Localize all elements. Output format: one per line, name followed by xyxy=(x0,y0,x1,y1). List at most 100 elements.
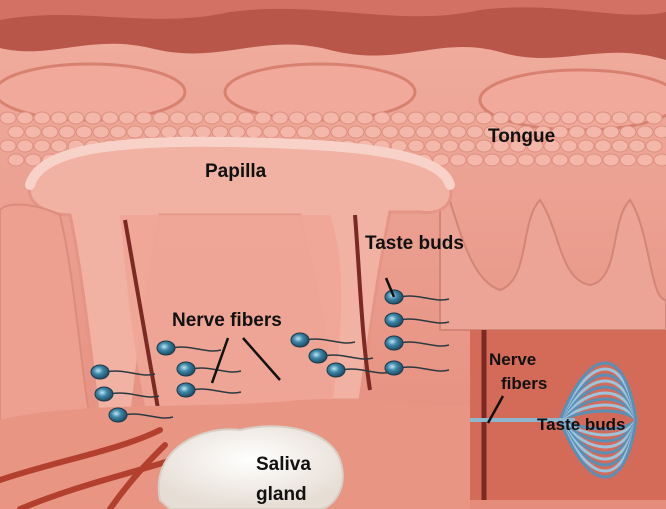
taste-bud-cell xyxy=(177,383,195,397)
taste-bud-cell xyxy=(157,341,175,355)
surface-bump xyxy=(102,112,118,124)
surface-bump xyxy=(153,112,169,124)
surface-bump xyxy=(646,140,662,152)
surface-bump xyxy=(221,112,237,124)
surface-bump xyxy=(85,112,101,124)
surface-bump xyxy=(586,126,602,138)
surface-bump xyxy=(595,140,611,152)
surface-bump xyxy=(442,140,458,152)
surface-bump xyxy=(246,126,262,138)
surface-bump xyxy=(136,112,152,124)
surface-bump xyxy=(603,154,619,166)
surface-bump xyxy=(340,112,356,124)
surface-bump xyxy=(348,126,364,138)
label-nerve-fibers-main: Nerve fibers xyxy=(172,310,282,331)
surface-bump xyxy=(331,126,347,138)
label-taste-buds-top: Taste buds xyxy=(365,233,464,254)
surface-bump xyxy=(25,126,41,138)
surface-bump xyxy=(238,112,254,124)
surface-bump xyxy=(561,140,577,152)
surface-bump xyxy=(17,112,33,124)
surface-bump xyxy=(561,112,577,124)
surface-bump xyxy=(467,126,483,138)
surface-bump xyxy=(586,154,602,166)
taste-bud-cell xyxy=(109,408,127,422)
surface-bump xyxy=(306,112,322,124)
surface-bump xyxy=(0,112,16,124)
surface-bump xyxy=(629,112,645,124)
taste-bud-cell xyxy=(177,362,195,376)
surface-bump xyxy=(34,140,50,152)
surface-bump xyxy=(323,112,339,124)
surface-bump xyxy=(408,140,424,152)
surface-bump xyxy=(493,112,509,124)
label-nerve-fibers-inset-2: fibers xyxy=(501,374,547,393)
surface-bump xyxy=(34,112,50,124)
surface-bump xyxy=(569,154,585,166)
surface-bump xyxy=(263,126,279,138)
surface-bump xyxy=(8,154,24,166)
taste-bud-cell xyxy=(91,365,109,379)
surface-bump xyxy=(59,126,75,138)
label-saliva-gland-2: gland xyxy=(256,484,307,505)
surface-bump xyxy=(161,126,177,138)
surface-bump xyxy=(484,154,500,166)
surface-bump xyxy=(51,140,67,152)
label-saliva-gland-1: Saliva xyxy=(256,454,311,475)
surface-bump xyxy=(144,126,160,138)
surface-bump xyxy=(68,112,84,124)
surface-bump xyxy=(187,112,203,124)
surface-bump xyxy=(178,126,194,138)
taste-bud-cell xyxy=(385,361,403,375)
label-taste-buds-inset: Taste buds xyxy=(537,415,625,434)
surface-bump xyxy=(314,126,330,138)
surface-bump xyxy=(442,112,458,124)
surface-bump xyxy=(280,126,296,138)
surface-bump xyxy=(272,112,288,124)
surface-bump xyxy=(450,154,466,166)
surface-bump xyxy=(25,154,41,166)
surface-bump xyxy=(518,154,534,166)
surface-bump xyxy=(297,126,313,138)
surface-bump xyxy=(42,126,58,138)
surface-bump xyxy=(476,112,492,124)
surface-bump xyxy=(433,126,449,138)
surface-bump xyxy=(578,112,594,124)
surface-bump xyxy=(8,126,24,138)
label-nerve-fibers-inset-1: Nerve xyxy=(489,350,536,369)
surface-bump xyxy=(76,126,92,138)
surface-bump xyxy=(612,112,628,124)
surface-bump xyxy=(527,112,543,124)
surface-bump xyxy=(578,140,594,152)
taste-bud-cell xyxy=(309,349,327,363)
surface-bump xyxy=(17,140,33,152)
surface-bump xyxy=(629,140,645,152)
surface-bump xyxy=(510,112,526,124)
surface-bump xyxy=(544,112,560,124)
surface-bump xyxy=(255,112,271,124)
surface-bump xyxy=(535,154,551,166)
surface-bump xyxy=(391,112,407,124)
surface-bump xyxy=(374,112,390,124)
label-tongue: Tongue xyxy=(488,126,555,147)
surface-bump xyxy=(51,112,67,124)
surface-bump xyxy=(620,154,636,166)
surface-bump xyxy=(357,112,373,124)
surface-bump xyxy=(0,140,16,152)
surface-bump xyxy=(365,126,381,138)
surface-bump xyxy=(170,112,186,124)
surface-bump xyxy=(569,126,585,138)
taste-bud-cell xyxy=(327,363,345,377)
surface-bump xyxy=(425,140,441,152)
surface-bump xyxy=(646,112,662,124)
surface-bump xyxy=(654,126,666,138)
surface-bump xyxy=(603,126,619,138)
surface-bump xyxy=(110,126,126,138)
surface-bump xyxy=(382,126,398,138)
taste-bud-cell xyxy=(385,313,403,327)
surface-bump xyxy=(467,154,483,166)
surface-bump xyxy=(552,154,568,166)
surface-bump xyxy=(408,112,424,124)
